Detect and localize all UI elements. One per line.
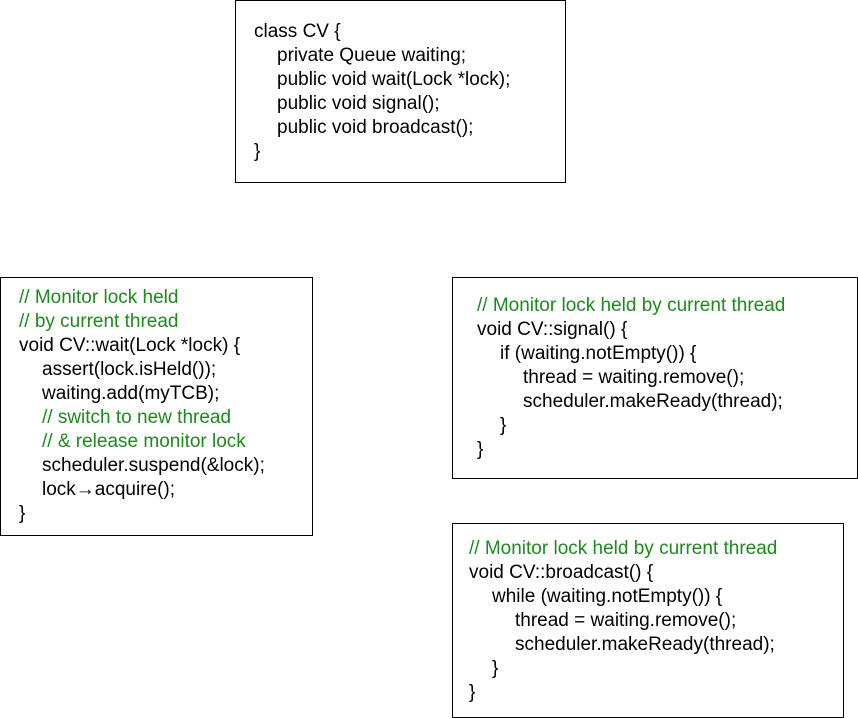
code-comment-line: // Monitor lock held by current thread <box>477 295 786 316</box>
code-line: } <box>19 503 26 524</box>
code-line: } <box>500 415 507 436</box>
code-line: assert(lock.isHeld()); <box>42 359 217 380</box>
code-line: scheduler.makeReady(thread); <box>523 391 783 412</box>
code-line: if (waiting.notEmpty()) { <box>500 343 697 364</box>
code-line: } <box>254 141 261 162</box>
code-line: void CV::broadcast() { <box>469 562 654 583</box>
code-line: thread = waiting.remove(); <box>523 367 745 388</box>
wait-method-box: // Monitor lock held // by current thread… <box>0 277 313 536</box>
code-line: scheduler.suspend(&lock); <box>42 455 265 476</box>
code-comment-line: // Monitor lock held by current thread <box>469 538 778 559</box>
signal-method-box: // Monitor lock held by current thread vo… <box>452 277 858 479</box>
code-line: private Queue waiting; <box>277 45 467 66</box>
code-line: void CV::signal() { <box>477 319 628 340</box>
code-line: thread = waiting.remove(); <box>515 610 737 631</box>
code-line: } <box>477 439 484 460</box>
code-line: class CV { <box>254 21 341 42</box>
code-line: } <box>469 682 476 703</box>
code-comment-line: // switch to new thread <box>42 407 232 428</box>
broadcast-method-box: // Monitor lock held by current thread vo… <box>452 523 844 718</box>
class-cv-box: class CV { private Queue waiting; public v… <box>235 0 566 183</box>
code-line: void CV::wait(Lock *lock) { <box>19 335 241 356</box>
code-line: waiting.add(myTCB); <box>42 383 220 404</box>
code-line: public void signal(); <box>277 93 440 114</box>
code-comment-line: // Monitor lock held <box>19 287 179 308</box>
code-line: scheduler.makeReady(thread); <box>515 634 775 655</box>
code-line: while (waiting.notEmpty()) { <box>492 586 723 607</box>
code-line: public void wait(Lock *lock); <box>277 69 511 90</box>
code-line: lock→acquire(); <box>42 479 176 500</box>
code-line: public void broadcast(); <box>277 117 474 138</box>
code-comment-line: // by current thread <box>19 311 179 332</box>
code-line: } <box>492 658 499 679</box>
code-comment-line: // & release monitor lock <box>42 431 246 452</box>
